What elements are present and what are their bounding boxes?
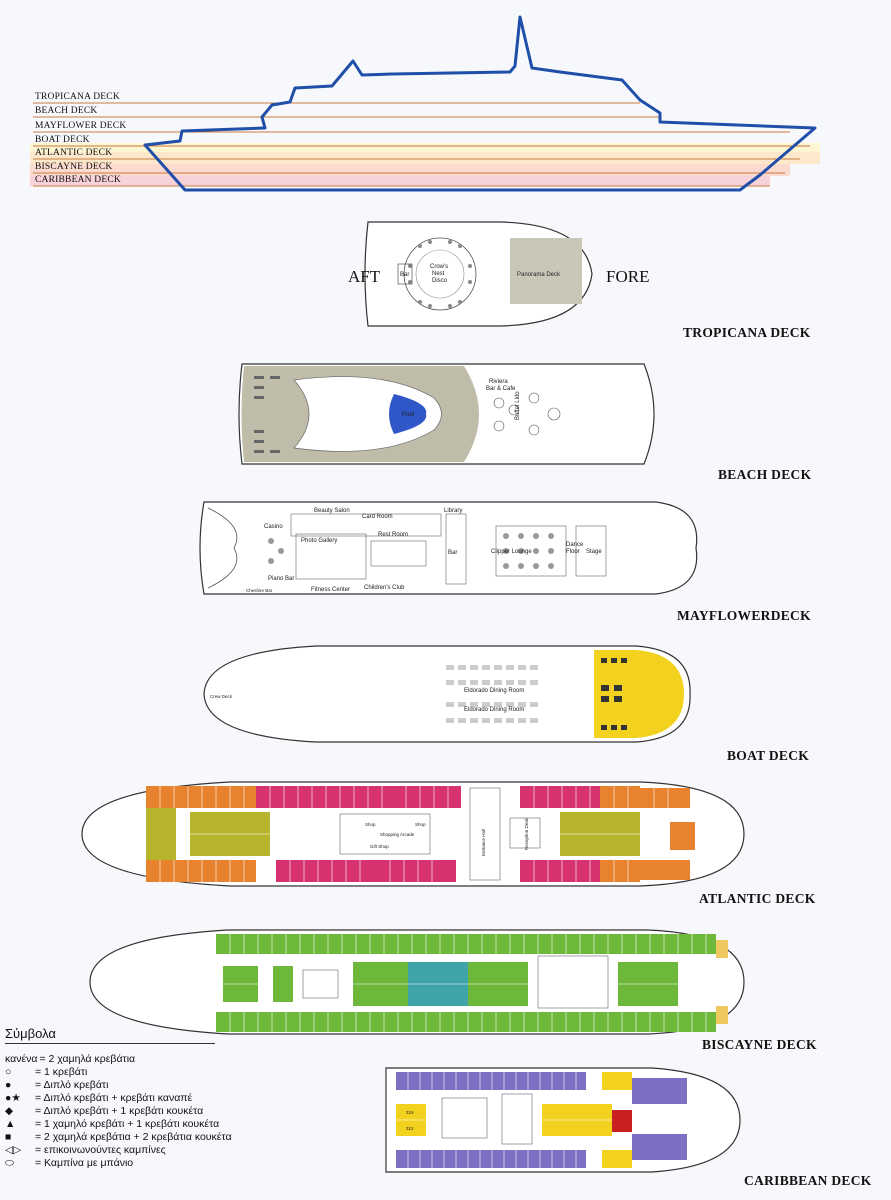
- legend-symbol: κανένα: [5, 1053, 38, 1065]
- legend-item-double-bed: ● = Διπλό κρεβάτι: [5, 1079, 108, 1092]
- caribbean-deck-plan: 319 312: [385, 1067, 741, 1173]
- legend-item-low-bunk: ▲ = 1 χαμηλό κρεβάτι + 1 κρεβάτι κουκέτα: [5, 1118, 219, 1131]
- gift-shop: Gift Shop: [370, 844, 389, 849]
- mayflower-title: MAYFLOWERDECK: [677, 608, 811, 623]
- legend-text: = Διπλό κρεβάτι: [35, 1079, 109, 1091]
- biscayne-title: BISCAYNE DECK: [702, 1037, 817, 1052]
- boat-title: BOAT DECK: [727, 748, 810, 763]
- biscayne-deck-plan: [89, 929, 745, 1035]
- caribbean-title: CARIBBEAN DECK: [744, 1173, 872, 1188]
- stage: Stage: [586, 549, 602, 555]
- tropicana-title: TROPICANA DECK: [683, 325, 811, 340]
- aft-label: AFT: [348, 267, 381, 286]
- dance-floor-1: Dance: [566, 542, 584, 548]
- atlantic-shop-2: Shop: [415, 822, 426, 827]
- card-room: Card Room: [362, 514, 393, 520]
- cabin-312: 312: [406, 1126, 414, 1131]
- cheshire-bar: Cheshire Bar: [246, 588, 273, 593]
- panorama-deck: Panorama Deck: [517, 272, 561, 278]
- profile-label-tropicana: TROPICANA DECK: [35, 92, 120, 102]
- profile-label-mayflower: MAYFLOWER DECK: [35, 121, 127, 131]
- fore-label: FORE: [606, 267, 650, 286]
- legend-item-double-bunk: ◆ = Διπλό κρεβάτι + 1 κρεβάτι κουκέτα: [5, 1105, 203, 1118]
- legend-symbol: ⬭: [5, 1157, 14, 1169]
- profile-label-caribbean: CARIBBEAN DECK: [35, 175, 121, 185]
- legend-item-connecting: ◁▷ = επικοινωνούντες καμπίνες: [5, 1144, 166, 1157]
- legend-text: = Καμπίνα με μπάνιο: [35, 1157, 134, 1169]
- dining-room-1: Eldorado Dining Room: [464, 688, 524, 694]
- entrance-hall: Entrance Hall: [481, 829, 486, 856]
- crows-nest-3: Disco: [432, 278, 448, 284]
- childrens-club: Children's Club: [364, 585, 405, 591]
- beach-deck-plan: Pool Riviera Bar & Cafe Buffet Lido: [238, 363, 655, 465]
- crows-nest-1: Crow's: [430, 264, 448, 270]
- legend-item-two-low-beds: κανένα= 2 χαμηλά κρεβάτια: [5, 1053, 135, 1066]
- boat-deck-plan: Crew Deck Eldorado Dining Room Eldorado …: [203, 645, 691, 743]
- ship-profile: [30, 15, 820, 192]
- legend-title: Σύμβολα: [5, 1026, 56, 1041]
- clipper-lounge: Clipper Lounge: [491, 549, 532, 555]
- profile-label-atlantic: ATLANTIC DECK: [35, 148, 113, 158]
- legend-text: = 1 χαμηλό κρεβάτι + 1 κρεβάτι κουκέτα: [35, 1118, 220, 1130]
- tropicana-deck-plan: Bar Crow's Nest Disco Panorama Deck: [364, 221, 593, 327]
- legend-symbol: ●★: [5, 1092, 21, 1104]
- beach-title: BEACH DECK: [718, 467, 812, 482]
- legend-text: = 2 χαμηλά κρεβάτια: [39, 1053, 136, 1065]
- legend-symbol: ○: [5, 1066, 12, 1078]
- reception-desk: Reception Desk: [524, 817, 529, 850]
- legend-symbol: ◁▷: [5, 1144, 22, 1156]
- legend-item-double-sofa: ●★ = Διπλό κρεβάτι + κρεβάτι καναπέ: [5, 1092, 192, 1105]
- fitness-center: Fitness Center: [311, 587, 350, 593]
- atlantic-shop-1: Shop: [365, 822, 376, 827]
- profile-label-biscayne: BISCAYNE DECK: [35, 162, 113, 172]
- legend-text: = Διπλό κρεβάτι + 1 κρεβάτι κουκέτα: [35, 1105, 204, 1117]
- dining-room-2: Eldorado Dining Room: [464, 707, 524, 713]
- tropicana-bar: Bar: [400, 272, 409, 278]
- legend-text: = επικοινωνούντες καμπίνες: [35, 1144, 166, 1156]
- piano-bar: Piano Bar: [268, 576, 294, 582]
- legend-symbol: ▲: [5, 1118, 16, 1130]
- shopping-arcade: Shopping Arcade: [380, 832, 415, 837]
- rest-room: Rest Room: [378, 532, 408, 538]
- dance-floor-2: Floor: [566, 549, 580, 555]
- buffet-lido: Buffet Lido: [515, 391, 521, 420]
- legend-rule: [5, 1043, 215, 1044]
- photo-gallery: Photo Gallery: [301, 538, 337, 544]
- atlantic-title: ATLANTIC DECK: [699, 891, 816, 906]
- legend-text: = 2 χαμηλά κρεβάτια + 2 κρεβάτια κουκέτα: [35, 1131, 232, 1143]
- profile-label-boat: BOAT DECK: [35, 135, 90, 145]
- library: Library: [444, 508, 462, 514]
- legend-item-single-bed: ○ = 1 κρεβάτι: [5, 1066, 87, 1079]
- legend-text: = 1 κρεβάτι: [35, 1066, 88, 1078]
- mayflower-deck-plan: Beauty Salon Card Room Library Casino Ph…: [199, 501, 698, 595]
- legend-symbol: ◆: [5, 1105, 14, 1117]
- casino: Casino: [264, 524, 283, 530]
- legend-symbol: ●: [5, 1079, 12, 1091]
- beauty-salon: Beauty Salon: [314, 508, 350, 514]
- legend-item-two-low-two-bunk: ■ = 2 χαμηλά κρεβάτια + 2 κρεβάτια κουκέτ…: [5, 1131, 232, 1144]
- legend-symbol: ■: [5, 1131, 12, 1143]
- profile-label-beach: BEACH DECK: [35, 106, 98, 116]
- legend-item-bath-cabin: ⬭ = Καμπίνα με μπάνιο: [5, 1157, 133, 1170]
- riviera-1: Riviera: [489, 379, 508, 385]
- atlantic-deck-plan: Shop Shop Shopping Arcade Gift Shop Entr…: [81, 781, 745, 887]
- cabin-319: 319: [406, 1110, 414, 1115]
- riviera-2: Bar & Cafe: [486, 386, 516, 392]
- crew-deck: Crew Deck: [210, 694, 233, 699]
- pool-label: Pool: [402, 412, 414, 418]
- legend-text: = Διπλό κρεβάτι + κρεβάτι καναπέ: [35, 1092, 193, 1104]
- mayflower-bar: Bar: [448, 550, 457, 556]
- crows-nest-2: Nest: [432, 271, 445, 277]
